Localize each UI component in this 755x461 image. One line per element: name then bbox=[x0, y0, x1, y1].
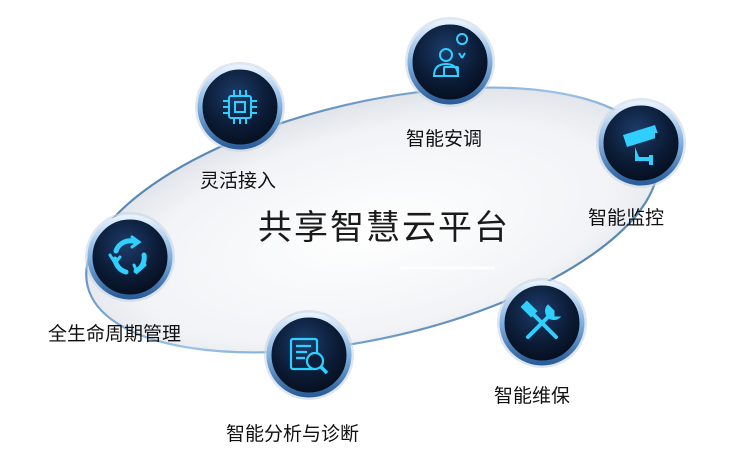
label-smart-monitor: 智能监控 bbox=[588, 207, 665, 229]
node-analysis[interactable] bbox=[264, 310, 354, 400]
label-lifecycle: 全生命周期管理 bbox=[48, 323, 182, 345]
label-flexible-access: 灵活接入 bbox=[200, 170, 277, 192]
label-analysis: 智能分析与诊断 bbox=[226, 423, 360, 445]
node-flexible-access[interactable] bbox=[195, 62, 285, 152]
node-smart-monitor[interactable] bbox=[596, 98, 686, 188]
chip-icon bbox=[223, 90, 257, 124]
label-smart-install: 智能安调 bbox=[406, 128, 483, 150]
node-maintenance[interactable] bbox=[497, 278, 587, 368]
technician-laptop-icon bbox=[432, 33, 469, 77]
center-title: 共享智慧云平台 bbox=[258, 208, 510, 248]
node-lifecycle[interactable] bbox=[85, 212, 175, 302]
document-search-icon bbox=[289, 337, 329, 375]
wrench-hammer-icon bbox=[520, 300, 562, 339]
cycle-arrows-icon bbox=[108, 235, 147, 275]
cctv-camera-icon bbox=[623, 125, 660, 165]
node-smart-install[interactable] bbox=[405, 17, 495, 107]
label-maintenance: 智能维保 bbox=[494, 385, 571, 407]
